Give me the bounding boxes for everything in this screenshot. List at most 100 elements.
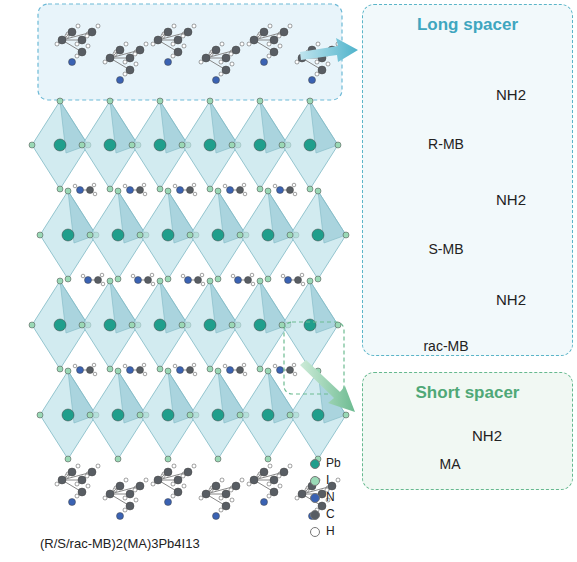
atom <box>223 364 227 368</box>
shape <box>110 50 140 58</box>
atom <box>318 66 326 74</box>
atom <box>92 363 96 367</box>
atom <box>287 412 293 418</box>
octahedron <box>40 371 96 459</box>
atom <box>219 72 223 76</box>
atom <box>280 468 288 476</box>
atom <box>295 60 299 64</box>
atom <box>62 409 74 421</box>
atom <box>250 273 254 277</box>
legend-label: H <box>326 524 335 538</box>
atom <box>123 496 127 500</box>
atom <box>309 77 316 84</box>
atom <box>107 98 113 104</box>
atom <box>96 24 100 28</box>
atom <box>200 273 204 277</box>
octahedron <box>282 101 338 189</box>
atom <box>212 409 224 421</box>
atom <box>185 277 192 284</box>
atom <box>107 366 113 372</box>
atom <box>300 273 304 277</box>
atom <box>251 282 255 286</box>
atom <box>292 183 296 187</box>
atom <box>137 187 144 194</box>
atom <box>257 98 263 104</box>
atom <box>171 54 175 58</box>
atom <box>116 46 124 54</box>
atom <box>270 488 278 496</box>
atom <box>254 319 266 331</box>
atom <box>75 42 79 46</box>
atom <box>133 52 137 56</box>
atom <box>127 187 134 194</box>
atom <box>184 468 192 476</box>
atom <box>187 412 193 418</box>
atom <box>177 367 184 374</box>
atom <box>182 44 186 48</box>
shape <box>206 486 236 494</box>
highlight-region <box>38 4 342 100</box>
atom <box>254 139 266 151</box>
atom <box>287 367 294 374</box>
octahedron <box>32 101 88 189</box>
atom <box>172 24 176 28</box>
atom <box>78 476 86 484</box>
atom <box>151 482 155 486</box>
atom <box>75 54 79 58</box>
atom <box>213 513 220 520</box>
shape <box>254 472 284 480</box>
atom <box>174 488 182 496</box>
atom <box>307 278 313 284</box>
atom <box>126 502 134 510</box>
atom <box>262 229 274 241</box>
atom <box>127 367 134 374</box>
atom <box>335 322 341 328</box>
atom <box>195 277 202 284</box>
octahedron <box>82 281 138 369</box>
atom <box>242 183 246 187</box>
atom <box>75 494 79 498</box>
atom <box>143 192 147 196</box>
atom <box>292 363 296 367</box>
atom <box>58 476 66 484</box>
atom <box>115 456 121 462</box>
atom <box>68 28 76 36</box>
atom <box>103 496 107 500</box>
atom <box>343 232 349 238</box>
atom <box>57 186 63 192</box>
atom <box>69 499 76 506</box>
molecule-name: R-MB <box>428 136 464 152</box>
atom <box>270 36 278 44</box>
atom <box>307 98 313 104</box>
atom <box>223 184 227 188</box>
atom <box>279 142 285 148</box>
atom <box>123 184 127 188</box>
atom <box>107 186 113 192</box>
amine-group: NH2 <box>472 427 502 444</box>
atom <box>154 139 166 151</box>
atom <box>135 277 142 284</box>
atom <box>143 372 147 376</box>
atom <box>123 72 127 76</box>
atom <box>37 232 43 238</box>
atom <box>86 484 90 488</box>
atom <box>151 42 155 46</box>
atom <box>199 60 203 64</box>
atom <box>87 232 93 238</box>
atom <box>73 364 77 368</box>
atom <box>142 183 146 187</box>
atom <box>307 186 313 192</box>
atom <box>312 409 324 421</box>
legend-label: Pb <box>326 456 341 470</box>
atom <box>79 142 85 148</box>
atom <box>335 142 341 148</box>
atom <box>182 484 186 488</box>
spacer-panel: Short spacer <box>362 372 573 490</box>
highlight-region <box>284 322 344 394</box>
molecule-name: S-MB <box>429 241 464 257</box>
atom <box>116 482 124 490</box>
legend-label: C <box>326 507 335 521</box>
atom <box>107 278 113 284</box>
atom <box>179 142 185 148</box>
atom <box>69 59 76 66</box>
